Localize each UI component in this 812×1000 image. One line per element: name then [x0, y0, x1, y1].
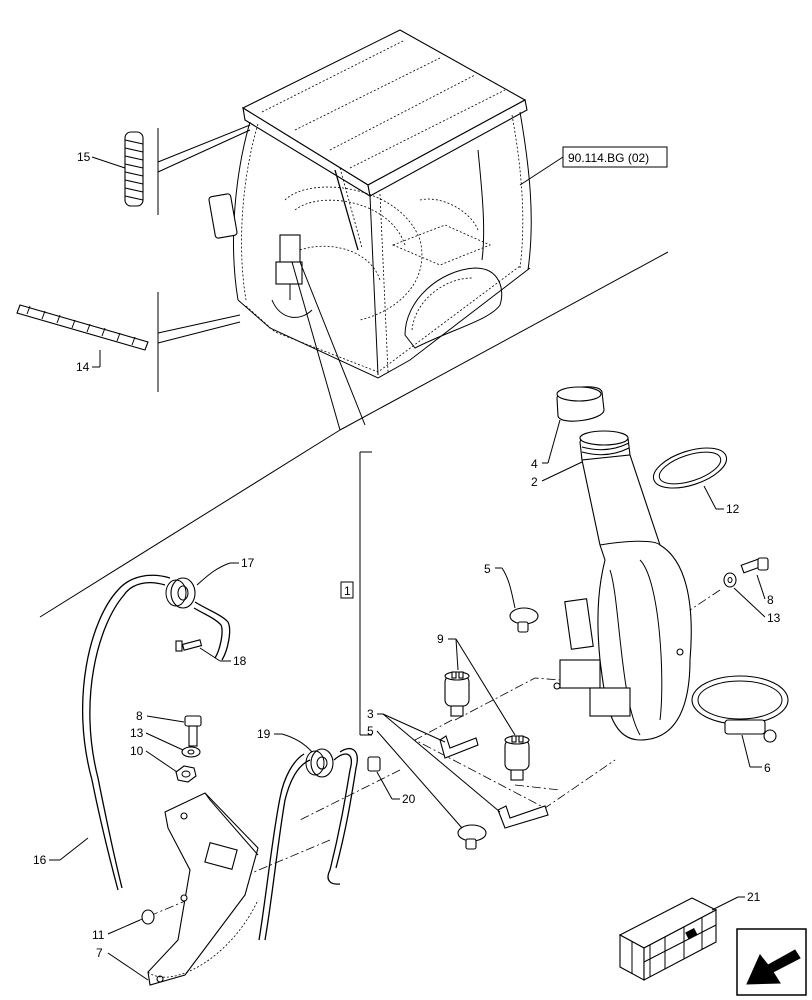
callout-11[interactable]: 11	[92, 928, 105, 942]
part-6-strap-clamp	[691, 675, 789, 743]
callout-20[interactable]: 20	[402, 792, 416, 806]
part-17-grommet	[165, 577, 196, 609]
part-13-washer-left	[181, 746, 201, 758]
callout-17[interactable]: 17	[241, 556, 255, 570]
next-page-arrow-icon[interactable]	[736, 928, 807, 996]
part-3-hose-elbow	[439, 735, 549, 829]
part-11-spacer	[141, 909, 155, 925]
part-7-mounting-bracket	[147, 792, 259, 986]
callout-3[interactable]: 3	[367, 707, 374, 721]
callout-10[interactable]: 10	[130, 744, 144, 758]
part-16-washer-hose	[82, 574, 231, 891]
part-10-nut	[175, 765, 197, 783]
part-16-center-hose	[258, 748, 358, 941]
callout-2[interactable]: 2	[531, 475, 538, 489]
part-4-reservoir-cap	[556, 386, 605, 422]
reference-code[interactable]: 90.114.BG (02)	[568, 151, 649, 165]
callout-15[interactable]: 15	[77, 150, 91, 164]
part-8-bolt-left	[184, 715, 202, 747]
callout-5-lower[interactable]: 5	[367, 724, 374, 738]
part-13-washer-right	[723, 572, 737, 588]
callout-16[interactable]: 16	[33, 853, 47, 867]
callout-19[interactable]: 19	[257, 727, 271, 741]
callout-12[interactable]: 12	[726, 502, 740, 516]
callout-9[interactable]: 9	[437, 632, 444, 646]
callout-4[interactable]: 4	[531, 457, 538, 471]
callout-5-top[interactable]: 5	[484, 562, 491, 576]
callout-8-left[interactable]: 8	[136, 709, 143, 723]
part-20-sleeve	[367, 756, 381, 772]
callout-7[interactable]: 7	[96, 946, 103, 960]
part-2-washer-reservoir	[553, 430, 692, 741]
part-15-spring-hose	[124, 131, 144, 207]
tractor-cab-drawing	[208, 29, 532, 379]
callout-13-left[interactable]: 13	[130, 726, 144, 740]
part-5-hose-clamp-lower	[457, 824, 487, 850]
callout-8-right[interactable]: 8	[767, 593, 774, 607]
packaging-crate-icon	[618, 897, 718, 981]
part-19-grommet	[305, 748, 334, 778]
part-14-spring-hose	[16, 304, 149, 351]
callout-14[interactable]: 14	[76, 360, 90, 374]
callout-6[interactable]: 6	[764, 761, 771, 775]
part-8-bolt-right	[740, 557, 769, 574]
part-5-hose-clamp	[509, 607, 539, 633]
part-9-washer-pump	[444, 671, 530, 781]
callout-21[interactable]: 21	[747, 890, 761, 904]
group-number[interactable]: 1	[344, 584, 351, 598]
part-12-seal-ring	[652, 447, 728, 489]
callout-13-right[interactable]: 13	[767, 611, 781, 625]
part-18-screw	[175, 639, 203, 652]
callout-18[interactable]: 18	[233, 654, 247, 668]
